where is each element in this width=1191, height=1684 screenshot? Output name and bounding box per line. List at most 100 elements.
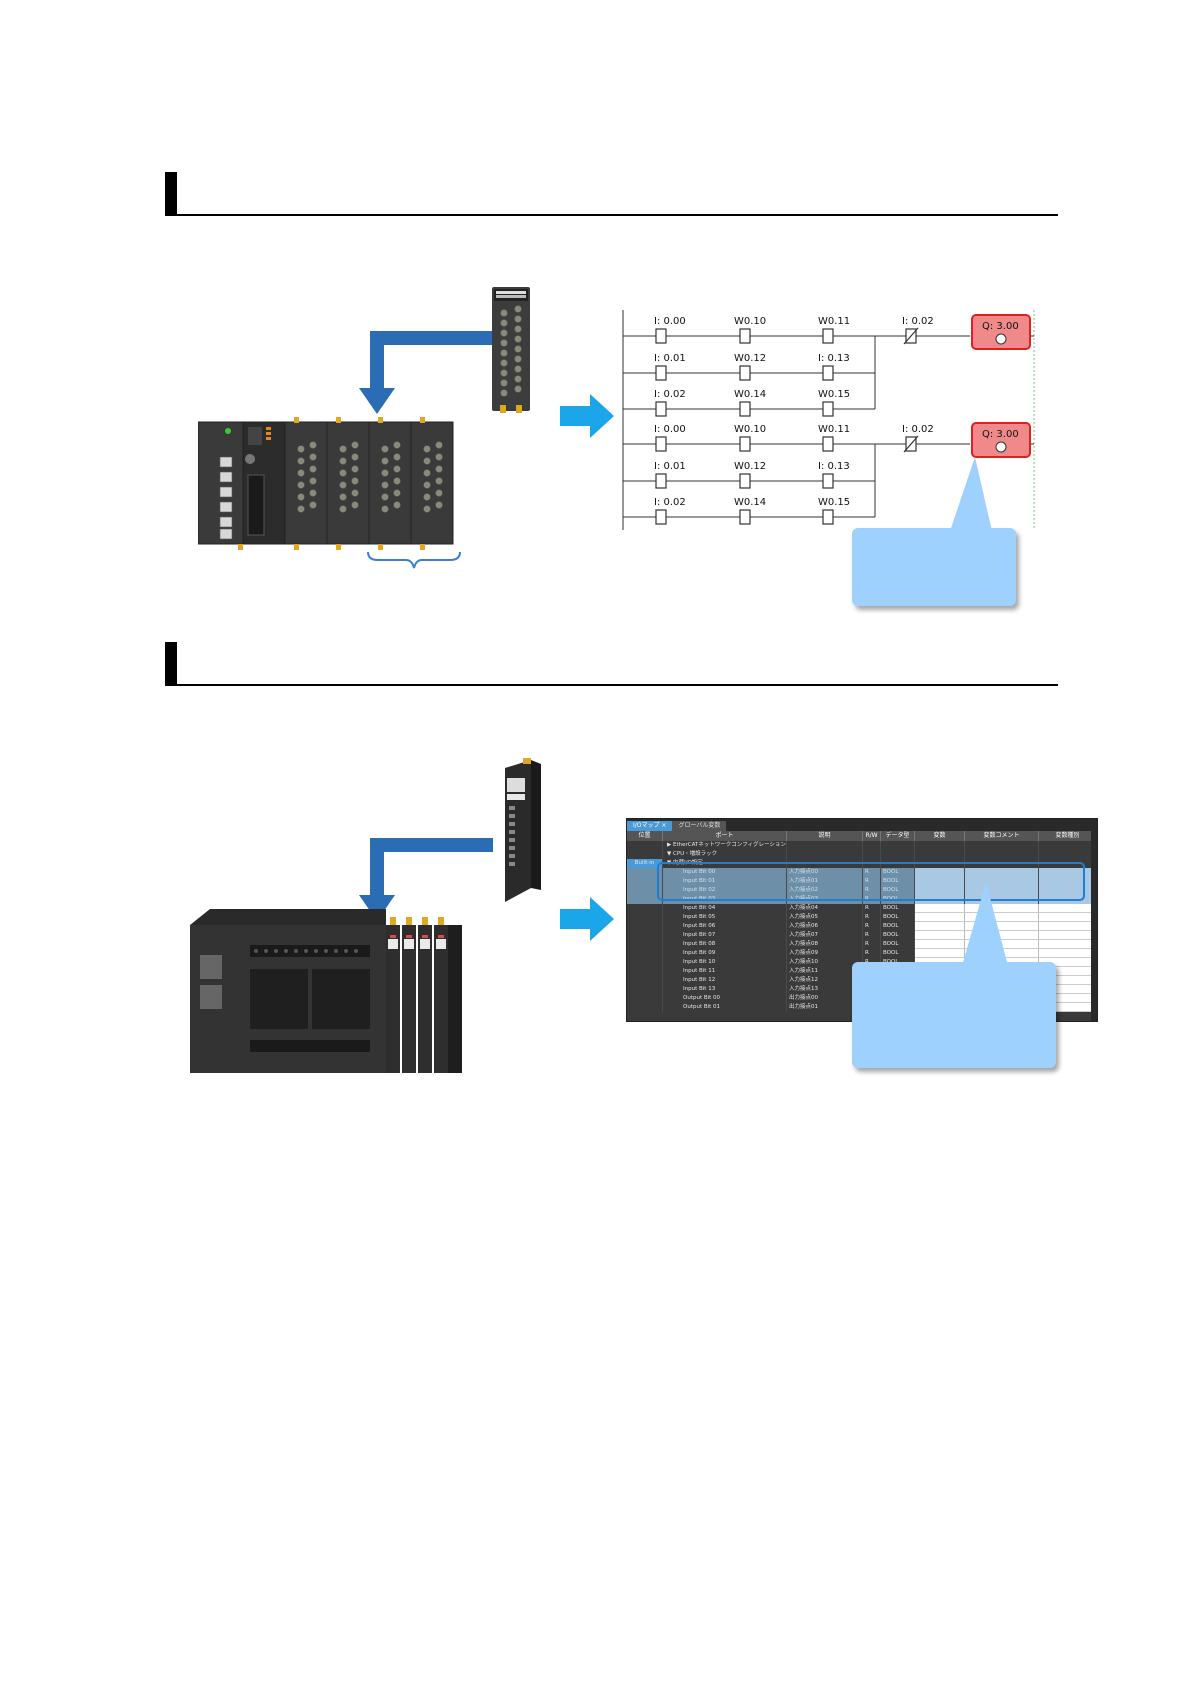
io-variable-cell[interactable] [915,886,965,895]
io-cell: R [863,868,881,877]
contact-label: I: 0.13 [818,461,850,472]
io-variable-cell[interactable] [915,904,965,913]
io-module-2 [505,758,541,902]
contact-label: I: 0.02 [902,424,934,435]
io-cell: Input Bit 12 [663,976,787,985]
io-cell-empty[interactable] [1039,850,1097,859]
io-cell: 入力接点09 [787,949,863,958]
io-cell: Input Bit 08 [663,940,787,949]
io-variable-cell[interactable] [1039,913,1097,922]
io-cell [627,841,663,850]
io-variable-cell[interactable] [1039,949,1097,958]
io-variable-cell[interactable] [965,868,1039,877]
col-header-variable-comment[interactable]: 変数コメント [965,831,1039,841]
io-variable-cell[interactable] [1039,922,1097,931]
tab-io-map[interactable]: I/Oマップ × [627,821,673,831]
col-header-variable-type[interactable]: 変数種別 [1039,831,1097,841]
io-map-scrollbar[interactable] [1091,831,1097,1021]
io-tree-row[interactable]: ▼ CPU・増設ラック [627,850,1097,859]
plc-rack-1 [198,417,454,550]
io-cell-empty[interactable] [965,841,1039,850]
io-cell: Input Bit 01 [663,877,787,886]
io-cell: R [863,931,881,940]
contact-label: W0.15 [818,389,850,400]
io-cell: Input Bit 13 [663,985,787,994]
section1-rule [165,214,1058,216]
coil-label: Q: 3.00 [982,429,1019,440]
io-cell [627,985,663,994]
io-variable-cell[interactable] [965,904,1039,913]
io-variable-cell[interactable] [915,922,965,931]
io-cell-empty[interactable] [1039,841,1097,850]
io-module-1 [492,287,530,413]
io-cell [627,1003,663,1012]
io-cell [627,877,663,886]
io-cell: Input Bit 10 [663,958,787,967]
io-cell: 入力接点00 [787,868,863,877]
col-header-description[interactable]: 説明 [787,831,863,841]
tab-global-variables[interactable]: グローバル変数 [672,821,727,831]
callout-pointer-1 [950,457,992,531]
io-cell-empty[interactable] [915,850,965,859]
io-cell-empty[interactable] [915,841,965,850]
contact-label: I: 0.13 [818,353,850,364]
io-cell: BOOL [881,940,915,949]
io-cell: 入力接点07 [787,931,863,940]
io-cell: Output Bit 01 [663,1003,787,1012]
io-variable-cell[interactable] [965,877,1039,886]
io-cell [787,841,863,850]
io-cell [627,949,663,958]
io-cell [627,958,663,967]
col-header-datatype[interactable]: データ型 [881,831,915,841]
io-cell [863,850,881,859]
io-cell [627,850,663,859]
callout-pointer-2 [962,882,1008,966]
io-cell: Input Bit 06 [663,922,787,931]
io-cell: R [863,877,881,886]
io-cell: BOOL [881,913,915,922]
io-map-header: 位置 ポート 説明 R/W データ型 変数 変数コメント 変数種別 [627,831,1097,841]
col-header-rw[interactable]: R/W [863,831,881,841]
io-cell: Input Bit 05 [663,913,787,922]
io-variable-cell[interactable] [915,913,965,922]
col-header-position[interactable]: 位置 [627,831,663,841]
io-tree-row[interactable]: ▶ EtherCATネットワークコンフィグレーション [627,841,1097,850]
col-header-port[interactable]: ポート [663,831,787,841]
io-variable-cell[interactable] [965,913,1039,922]
io-variable-cell[interactable] [915,949,965,958]
io-variable-cell[interactable] [965,922,1039,931]
io-cell: 入力接点01 [787,877,863,886]
io-variable-cell[interactable] [965,886,1039,895]
io-variable-cell[interactable] [1039,904,1097,913]
coil-label: Q: 3.00 [982,321,1019,332]
io-cell-empty[interactable] [965,850,1039,859]
io-variable-cell[interactable] [915,868,965,877]
contact-label: I: 0.02 [654,497,686,508]
io-cell: R [863,940,881,949]
contact-label: W0.14 [734,497,766,508]
io-variable-cell[interactable] [1039,940,1097,949]
io-variable-cell[interactable] [915,940,965,949]
io-variable-cell[interactable] [915,931,965,940]
col-header-variable[interactable]: 変数 [915,831,965,841]
contact-label: I: 0.02 [902,316,934,327]
io-variable-cell[interactable] [965,931,1039,940]
io-cell [787,850,863,859]
io-cell: 入力接点05 [787,913,863,922]
io-cell [627,904,663,913]
io-variable-cell[interactable] [1039,931,1097,940]
io-cell: BOOL [881,922,915,931]
io-variable-cell[interactable] [915,877,965,886]
io-cell: ▼ CPU・増設ラック [663,850,787,859]
contact-label: W0.11 [818,424,850,435]
contact-label: I: 0.01 [654,461,686,472]
